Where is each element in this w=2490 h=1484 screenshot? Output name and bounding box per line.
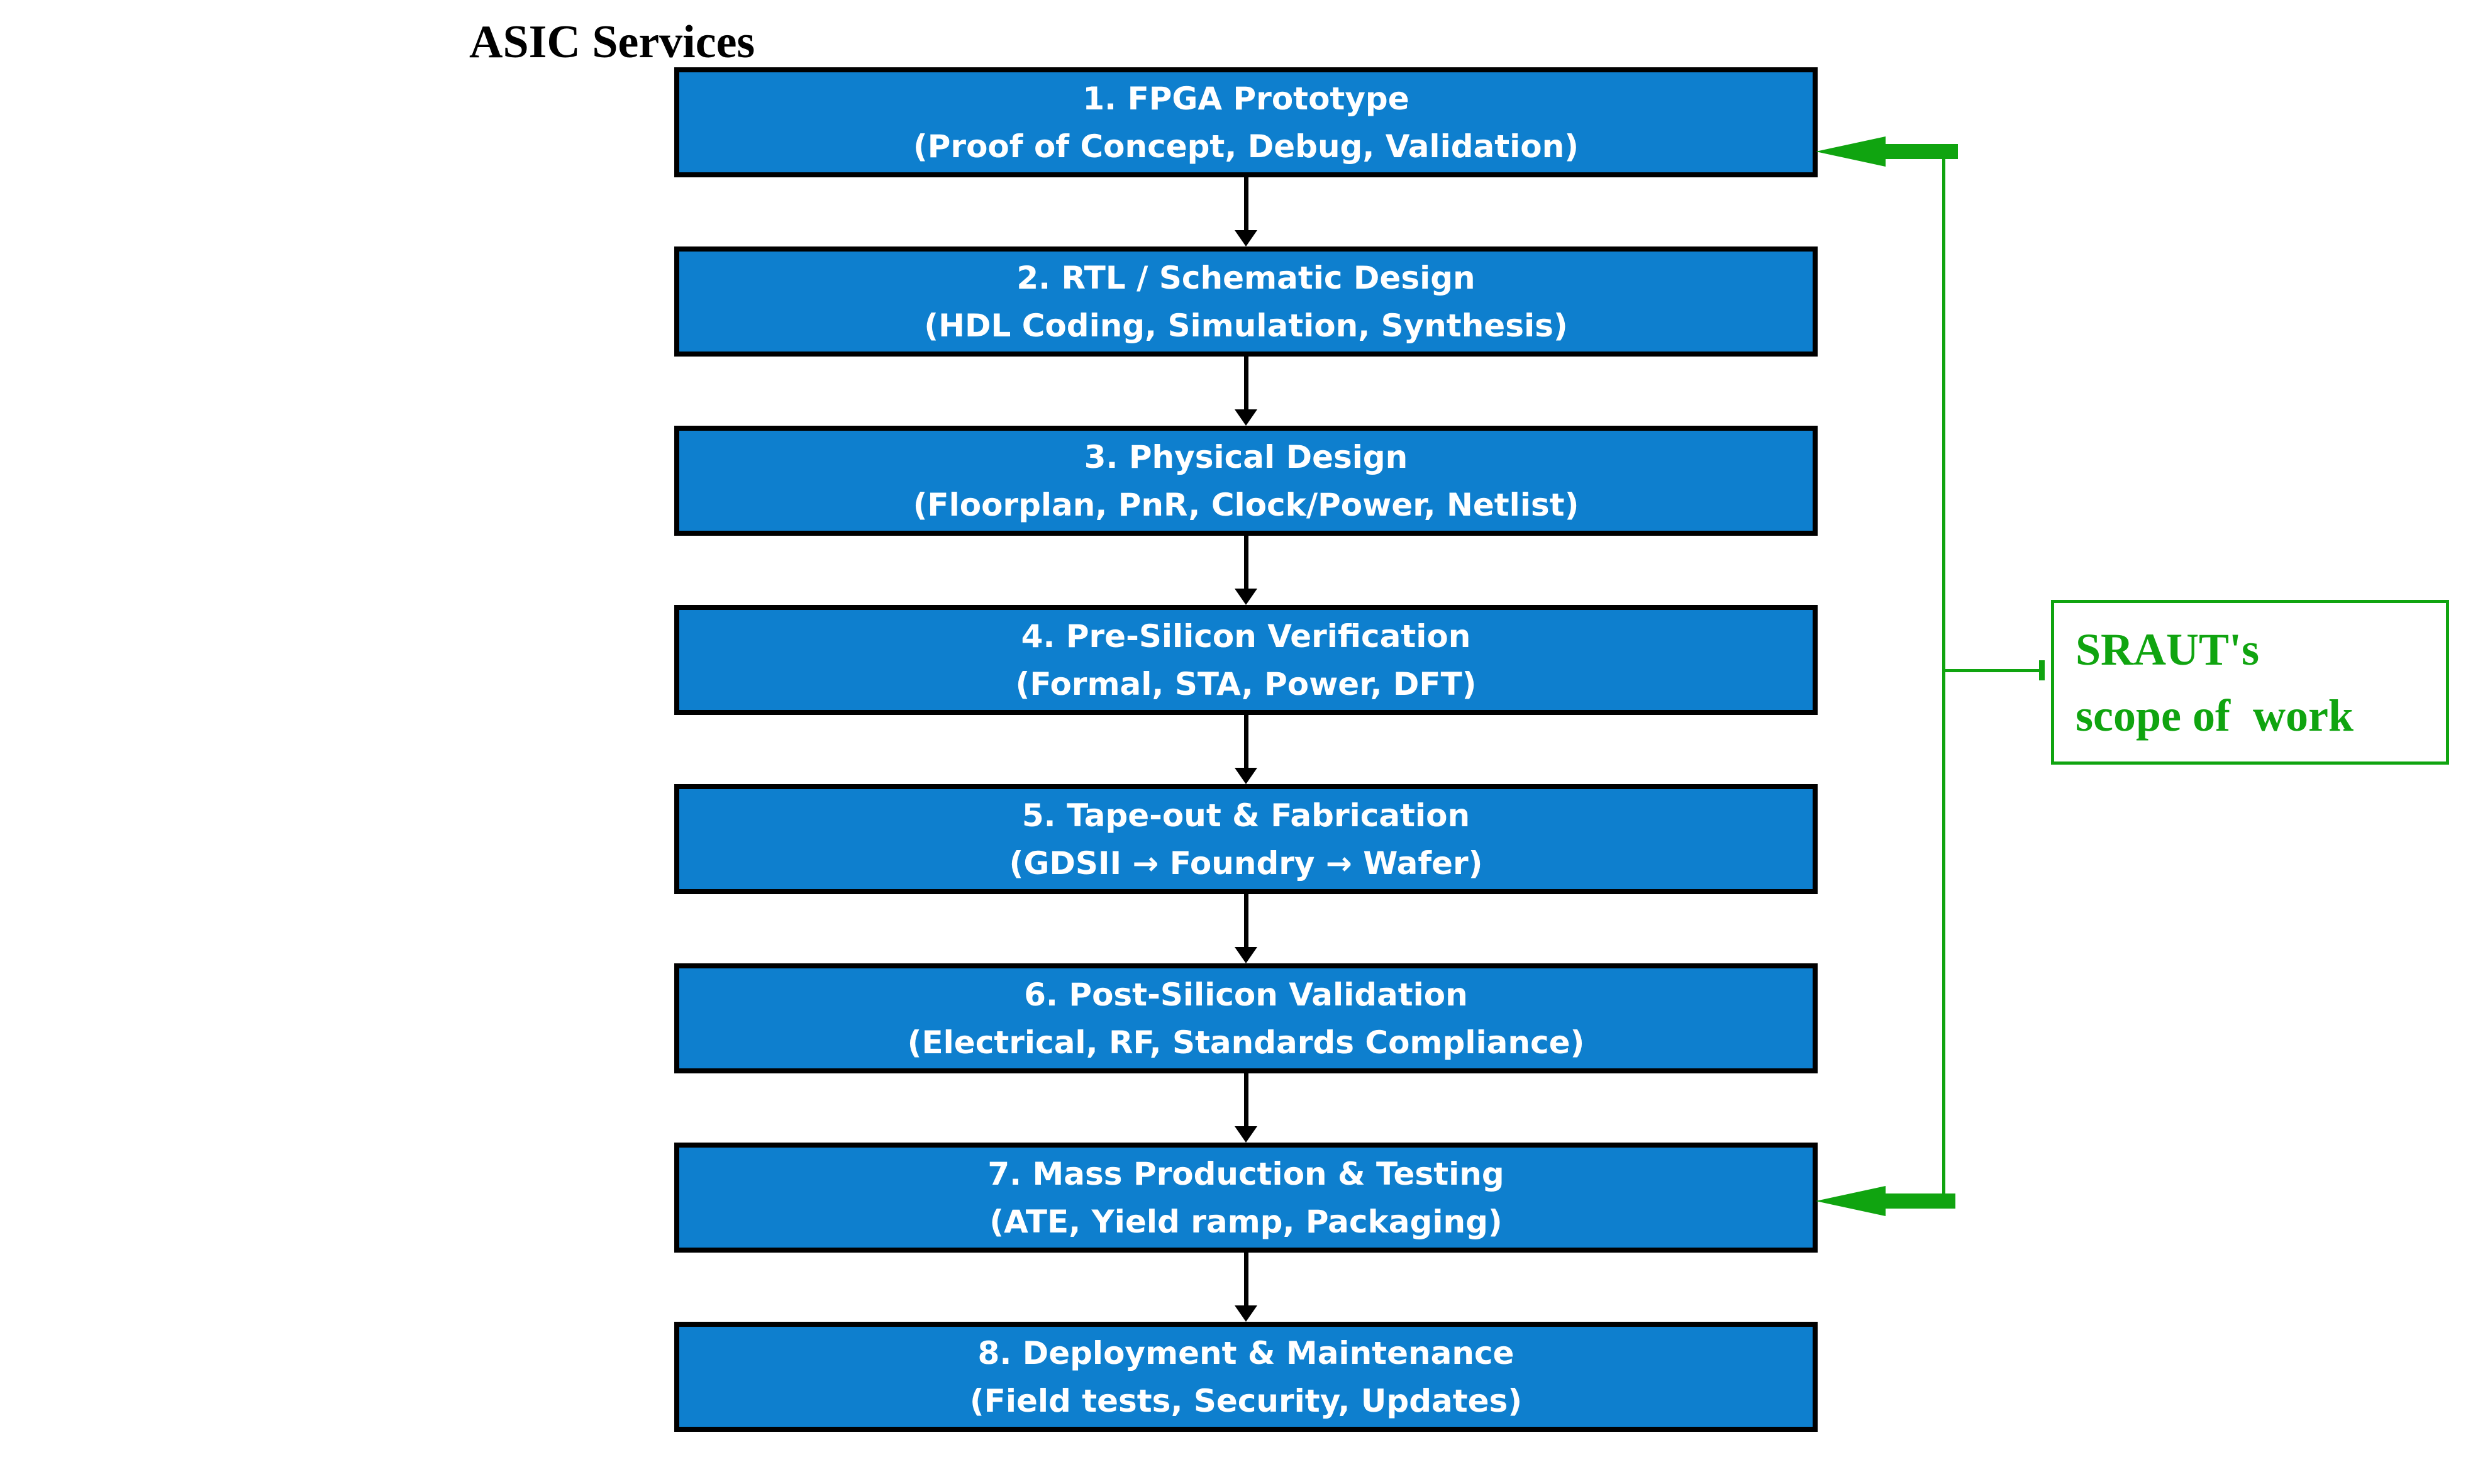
step-title: 5. Tape-out & Fabrication: [1021, 797, 1470, 834]
scope-label-line1: SRAUT's: [2076, 624, 2260, 675]
flow-arrow-head-icon: [1235, 947, 1257, 963]
flow-step-7: 7. Mass Production & Testing (ATE, Yield …: [674, 1143, 1818, 1253]
step-title: 8. Deployment & Maintenance: [977, 1334, 1515, 1371]
scope-arrow-bottom-icon: [1816, 1186, 1955, 1216]
step-subtitle: (Field tests, Security, Updates): [969, 1382, 1523, 1419]
step-title: 7. Mass Production & Testing: [987, 1155, 1504, 1192]
flow-step-2: 2. RTL / Schematic Design (HDL Coding, Si…: [674, 246, 1818, 357]
step-title: 2. RTL / Schematic Design: [1016, 259, 1476, 296]
flow-arrow-head-icon: [1235, 1126, 1257, 1143]
flow-step-3: 3. Physical Design (Floorplan, PnR, Clock…: [674, 426, 1818, 536]
step-title: 1. FPGA Prototype: [1082, 80, 1409, 117]
flow-arrow-head-icon: [1235, 230, 1257, 246]
step-subtitle: (Proof of Concept, Debug, Validation): [913, 128, 1579, 165]
flow-arrow-head-icon: [1235, 589, 1257, 605]
flow-step-4: 4. Pre-Silicon Verification (Formal, STA,…: [674, 605, 1818, 715]
flow-arrow-line: [1243, 357, 1248, 411]
flow-arrow-line: [1243, 1073, 1248, 1127]
step-subtitle: (ATE, Yield ramp, Packaging): [989, 1203, 1503, 1240]
diagram-title: ASIC Services: [469, 16, 755, 68]
step-subtitle: (HDL Coding, Simulation, Synthesis): [924, 307, 1568, 344]
flow-step-1: 1. FPGA Prototype (Proof of Concept, Debu…: [674, 67, 1818, 177]
flow-step-8: 8. Deployment & Maintenance (Field tests,…: [674, 1322, 1818, 1432]
step-subtitle: (Electrical, RF, Standards Compliance): [907, 1024, 1585, 1061]
scope-bracket-connector-line: [1942, 669, 2042, 672]
step-title: 6. Post-Silicon Validation: [1024, 976, 1468, 1013]
flow-arrow-head-icon: [1235, 409, 1257, 426]
scope-label-line2: scope of work: [2076, 690, 2354, 741]
scope-arrow-top-icon: [1816, 136, 1958, 167]
step-subtitle: (GDSII → Foundry → Wafer): [1009, 844, 1483, 882]
step-subtitle: (Formal, STA, Power, DFT): [1015, 665, 1477, 702]
flow-arrow-line: [1243, 536, 1248, 590]
flow-arrow-line: [1243, 715, 1248, 769]
flow-arrow-line: [1243, 177, 1248, 231]
flow-step-5: 5. Tape-out & Fabrication (GDSII → Foundr…: [674, 784, 1818, 894]
flow-arrow-head-icon: [1235, 768, 1257, 784]
scope-bracket-vertical-line: [1942, 158, 1945, 1195]
step-subtitle: (Floorplan, PnR, Clock/Power, Netlist): [913, 486, 1579, 523]
flow-arrow-head-icon: [1235, 1305, 1257, 1322]
flow-arrow-line: [1243, 894, 1248, 948]
step-title: 4. Pre-Silicon Verification: [1021, 617, 1471, 655]
scope-bracket-connector-tick: [2039, 660, 2045, 680]
flow-step-6: 6. Post-Silicon Validation (Electrical, R…: [674, 963, 1818, 1073]
flow-arrow-line: [1243, 1253, 1248, 1307]
scope-of-work-label: SRAUT's scope of work: [2051, 600, 2449, 765]
step-title: 3. Physical Design: [1084, 438, 1408, 475]
